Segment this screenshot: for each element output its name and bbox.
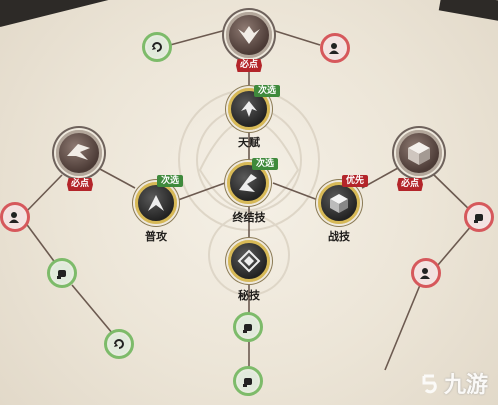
crest-icon [238,26,260,44]
fist-icon [474,214,483,223]
secret-skill-node[interactable] [228,240,270,282]
finisher-label: 终结技 [232,211,266,224]
person-icon [9,212,19,223]
watermark-logo-icon [422,374,437,394]
right-must-skill-node[interactable] [396,130,442,176]
fist-icon [57,270,66,279]
battle-skill-label: 战技 [328,230,350,243]
upgrade-node-left-3[interactable] [104,329,134,359]
refresh-icon [114,339,124,349]
must-banner-top: 必点 [235,59,263,72]
upgrade-node-top-left[interactable] [142,32,172,62]
normal-attack-icon [148,195,164,211]
secret-skill-icon [237,249,261,273]
fist-icon [243,324,252,333]
finisher-icon [239,174,257,192]
upgrade-node-top-right[interactable] [320,33,350,63]
priority-badge-battle-skill: 优先 [342,175,369,187]
watermark-text: 九游 [443,373,488,398]
person-icon [329,43,339,54]
upgrade-node-right-1[interactable] [464,202,494,232]
wing-icon [67,144,90,160]
talent-icon [241,101,257,117]
left-must-skill-node[interactable] [56,130,102,176]
cube-crest-icon [408,142,430,165]
secondary-badge-talent: 次选 [254,85,281,97]
upgrade-node-left-1[interactable] [0,202,30,232]
person-icon [420,268,430,279]
must-banner-right: 必点 [396,178,424,191]
cube-icon [330,194,348,213]
talent-label: 天赋 [238,136,260,149]
upgrade-node-bottom-1[interactable] [233,312,263,342]
fist-icon [243,378,252,387]
secondary-badge-finisher: 次选 [252,158,279,170]
top-must-skill-node[interactable] [226,12,272,58]
refresh-icon [152,42,162,52]
upgrade-node-right-2[interactable] [411,258,441,288]
secondary-badge-normal-attack: 次选 [157,175,184,187]
battle-skill-node[interactable] [318,182,360,224]
normal-attack-skill-node[interactable] [135,182,177,224]
secret-skill-label: 秘技 [238,289,260,302]
normal-attack-label: 普攻 [145,230,167,243]
upgrade-node-left-2[interactable] [47,258,77,288]
must-banner-left: 必点 [66,178,94,191]
watermark: 九游 [420,367,488,399]
finisher-skill-node[interactable] [227,162,269,204]
upgrade-node-bottom-2[interactable] [233,366,263,396]
